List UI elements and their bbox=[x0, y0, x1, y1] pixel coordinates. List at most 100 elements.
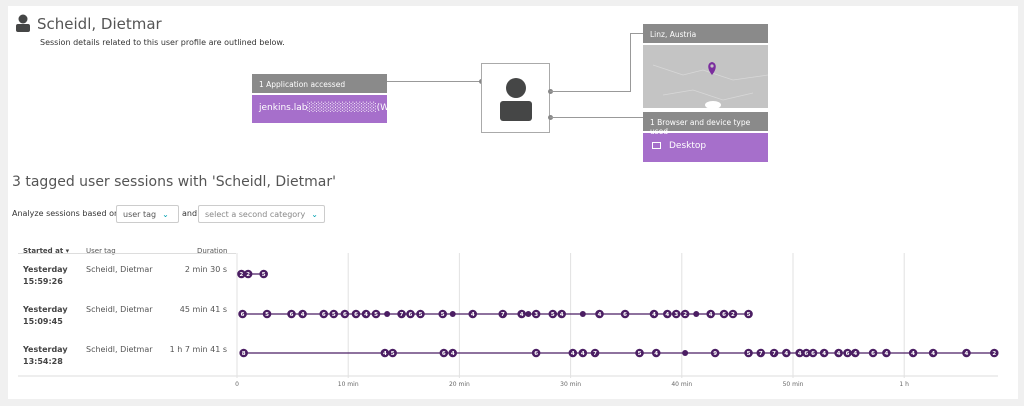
user-action-marker[interactable] bbox=[579, 311, 586, 317]
user-action-marker[interactable]: 4 bbox=[578, 348, 588, 358]
user-action-marker[interactable]: 4 bbox=[962, 348, 971, 358]
user-action-marker[interactable]: 3 bbox=[531, 309, 541, 319]
action-count: 6 bbox=[290, 312, 294, 318]
user-action-marker[interactable]: 4 bbox=[706, 309, 716, 319]
application-link[interactable]: jenkins.lab░░░░░░░░░░(Web) bbox=[252, 95, 403, 123]
action-count: 5 bbox=[747, 312, 751, 318]
action-count: 4 bbox=[471, 312, 475, 318]
user-action-marker[interactable]: 4 bbox=[651, 348, 661, 358]
user-action-marker[interactable] bbox=[693, 311, 700, 317]
user-action-marker[interactable] bbox=[682, 350, 689, 356]
user-action-marker[interactable]: 5 bbox=[744, 348, 753, 358]
sort-desc-icon: ▾ bbox=[65, 247, 70, 255]
session-duration: 2 min 30 s bbox=[184, 265, 227, 274]
user-action-marker[interactable]: 6 bbox=[620, 309, 630, 319]
user-action-marker[interactable]: 4 bbox=[850, 348, 860, 358]
user-action-marker[interactable]: 5 bbox=[388, 348, 397, 358]
user-action-marker[interactable]: 4 bbox=[782, 348, 791, 358]
user-action-marker[interactable]: 2 bbox=[680, 309, 690, 319]
user-action-marker[interactable]: 4 bbox=[361, 309, 371, 319]
user-action-marker[interactable]: 7 bbox=[590, 348, 600, 358]
user-action-marker[interactable]: 4 bbox=[795, 348, 804, 358]
user-action-marker[interactable]: 2 bbox=[237, 269, 246, 279]
user-action-marker[interactable]: 7 bbox=[397, 309, 406, 319]
user-action-marker[interactable]: 5 bbox=[548, 309, 558, 319]
action-count: 6 bbox=[322, 312, 326, 318]
chevron-down-icon: ⌄ bbox=[311, 210, 318, 219]
user-action-marker[interactable]: 4 bbox=[819, 348, 829, 358]
user-action-marker[interactable]: 4 bbox=[468, 309, 478, 319]
user-action-marker[interactable]: 9 bbox=[710, 348, 720, 358]
action-count: 7 bbox=[400, 312, 404, 318]
user-action-marker[interactable]: 4 bbox=[298, 309, 307, 319]
column-started-at[interactable]: Started at ▾ bbox=[23, 247, 69, 255]
user-action-marker[interactable]: 4 bbox=[649, 309, 659, 319]
user-action-marker[interactable]: 6 bbox=[238, 309, 247, 319]
user-action-marker[interactable]: 5 bbox=[259, 269, 268, 279]
device-label: Desktop bbox=[669, 141, 707, 151]
device-item[interactable]: Desktop bbox=[643, 133, 768, 162]
user-action-marker[interactable]: 6 bbox=[439, 348, 449, 358]
user-action-marker[interactable] bbox=[525, 311, 532, 317]
map-pin-icon bbox=[652, 62, 768, 108]
user-action-marker[interactable] bbox=[449, 311, 456, 317]
second-category-select[interactable]: select a second category ⌄ bbox=[198, 205, 325, 223]
user-action-marker[interactable]: 6 bbox=[287, 309, 296, 319]
action-count: 6 bbox=[811, 351, 815, 357]
user-action-marker[interactable]: 6 bbox=[531, 348, 541, 358]
user-action-marker[interactable]: 6 bbox=[808, 348, 818, 358]
user-action-marker[interactable]: 8 bbox=[239, 348, 248, 358]
user-action-marker[interactable]: 6 bbox=[868, 348, 878, 358]
action-count: 5 bbox=[551, 312, 555, 318]
user-action-marker[interactable]: 5 bbox=[635, 348, 644, 358]
user-action-marker[interactable]: 4 bbox=[928, 348, 938, 358]
applications-box: 1 Application accessed jenkins.lab░░░░░░… bbox=[252, 74, 403, 123]
user-action-marker[interactable]: 4 bbox=[448, 348, 458, 358]
user-action-marker[interactable]: 4 bbox=[834, 348, 843, 358]
action-count: 5 bbox=[441, 312, 445, 318]
page-subtitle: Session details related to this user pro… bbox=[40, 38, 285, 47]
user-action-marker[interactable]: 6 bbox=[351, 309, 361, 319]
user-action-marker[interactable]: 6 bbox=[406, 309, 415, 319]
user-action-marker[interactable] bbox=[384, 311, 391, 317]
user-action-marker[interactable]: 6 bbox=[319, 309, 329, 319]
action-count: 6 bbox=[722, 312, 726, 318]
axis-tick-label: 10 min bbox=[338, 381, 359, 388]
user-action-marker[interactable]: 3 bbox=[671, 309, 681, 319]
second-category-placeholder: select a second category bbox=[205, 210, 306, 219]
user-action-marker[interactable]: 4 bbox=[517, 309, 526, 319]
first-category-value: user tag bbox=[123, 210, 157, 219]
user-action-marker[interactable]: 6 bbox=[340, 309, 350, 319]
first-category-select[interactable]: user tag⌄ bbox=[116, 205, 179, 223]
user-action-marker[interactable]: 5 bbox=[744, 309, 753, 319]
session-time: 15:59:26 bbox=[23, 277, 63, 286]
user-action-marker[interactable]: 5 bbox=[329, 309, 339, 319]
user-action-marker[interactable]: 5 bbox=[262, 309, 272, 319]
user-action-marker[interactable]: 6 bbox=[802, 348, 811, 358]
user-action-marker[interactable]: 2 bbox=[728, 309, 738, 319]
column-duration[interactable]: Duration bbox=[197, 247, 228, 255]
user-action-marker[interactable]: 2 bbox=[989, 348, 999, 358]
user-action-marker[interactable]: 7 bbox=[769, 348, 779, 358]
action-count: 4 bbox=[709, 312, 713, 318]
user-action-marker[interactable]: 4 bbox=[380, 348, 390, 358]
user-action-marker[interactable]: 4 bbox=[908, 348, 918, 358]
user-action-marker[interactable]: 7 bbox=[498, 309, 508, 319]
user-action-marker[interactable]: 6 bbox=[719, 309, 729, 319]
user-action-marker[interactable]: 6 bbox=[843, 348, 852, 358]
session-day: Yesterday bbox=[23, 345, 68, 354]
user-action-marker[interactable]: 4 bbox=[595, 309, 604, 319]
action-count: 6 bbox=[846, 351, 850, 357]
user-action-marker[interactable]: 5 bbox=[416, 309, 425, 319]
user-action-marker[interactable]: 4 bbox=[882, 348, 891, 358]
user-action-marker[interactable]: 5 bbox=[371, 309, 381, 319]
user-action-marker[interactable]: 5 bbox=[438, 309, 448, 319]
user-action-marker[interactable]: 4 bbox=[568, 348, 578, 358]
user-action-marker[interactable]: 2 bbox=[243, 269, 253, 279]
column-user-tag[interactable]: User tag bbox=[86, 247, 116, 255]
action-count: 3 bbox=[674, 312, 678, 318]
user-action-marker[interactable]: 4 bbox=[663, 309, 672, 319]
user-action-marker[interactable]: 4 bbox=[557, 309, 567, 319]
user-action-marker[interactable]: 7 bbox=[756, 348, 766, 358]
action-count: 4 bbox=[837, 351, 841, 357]
